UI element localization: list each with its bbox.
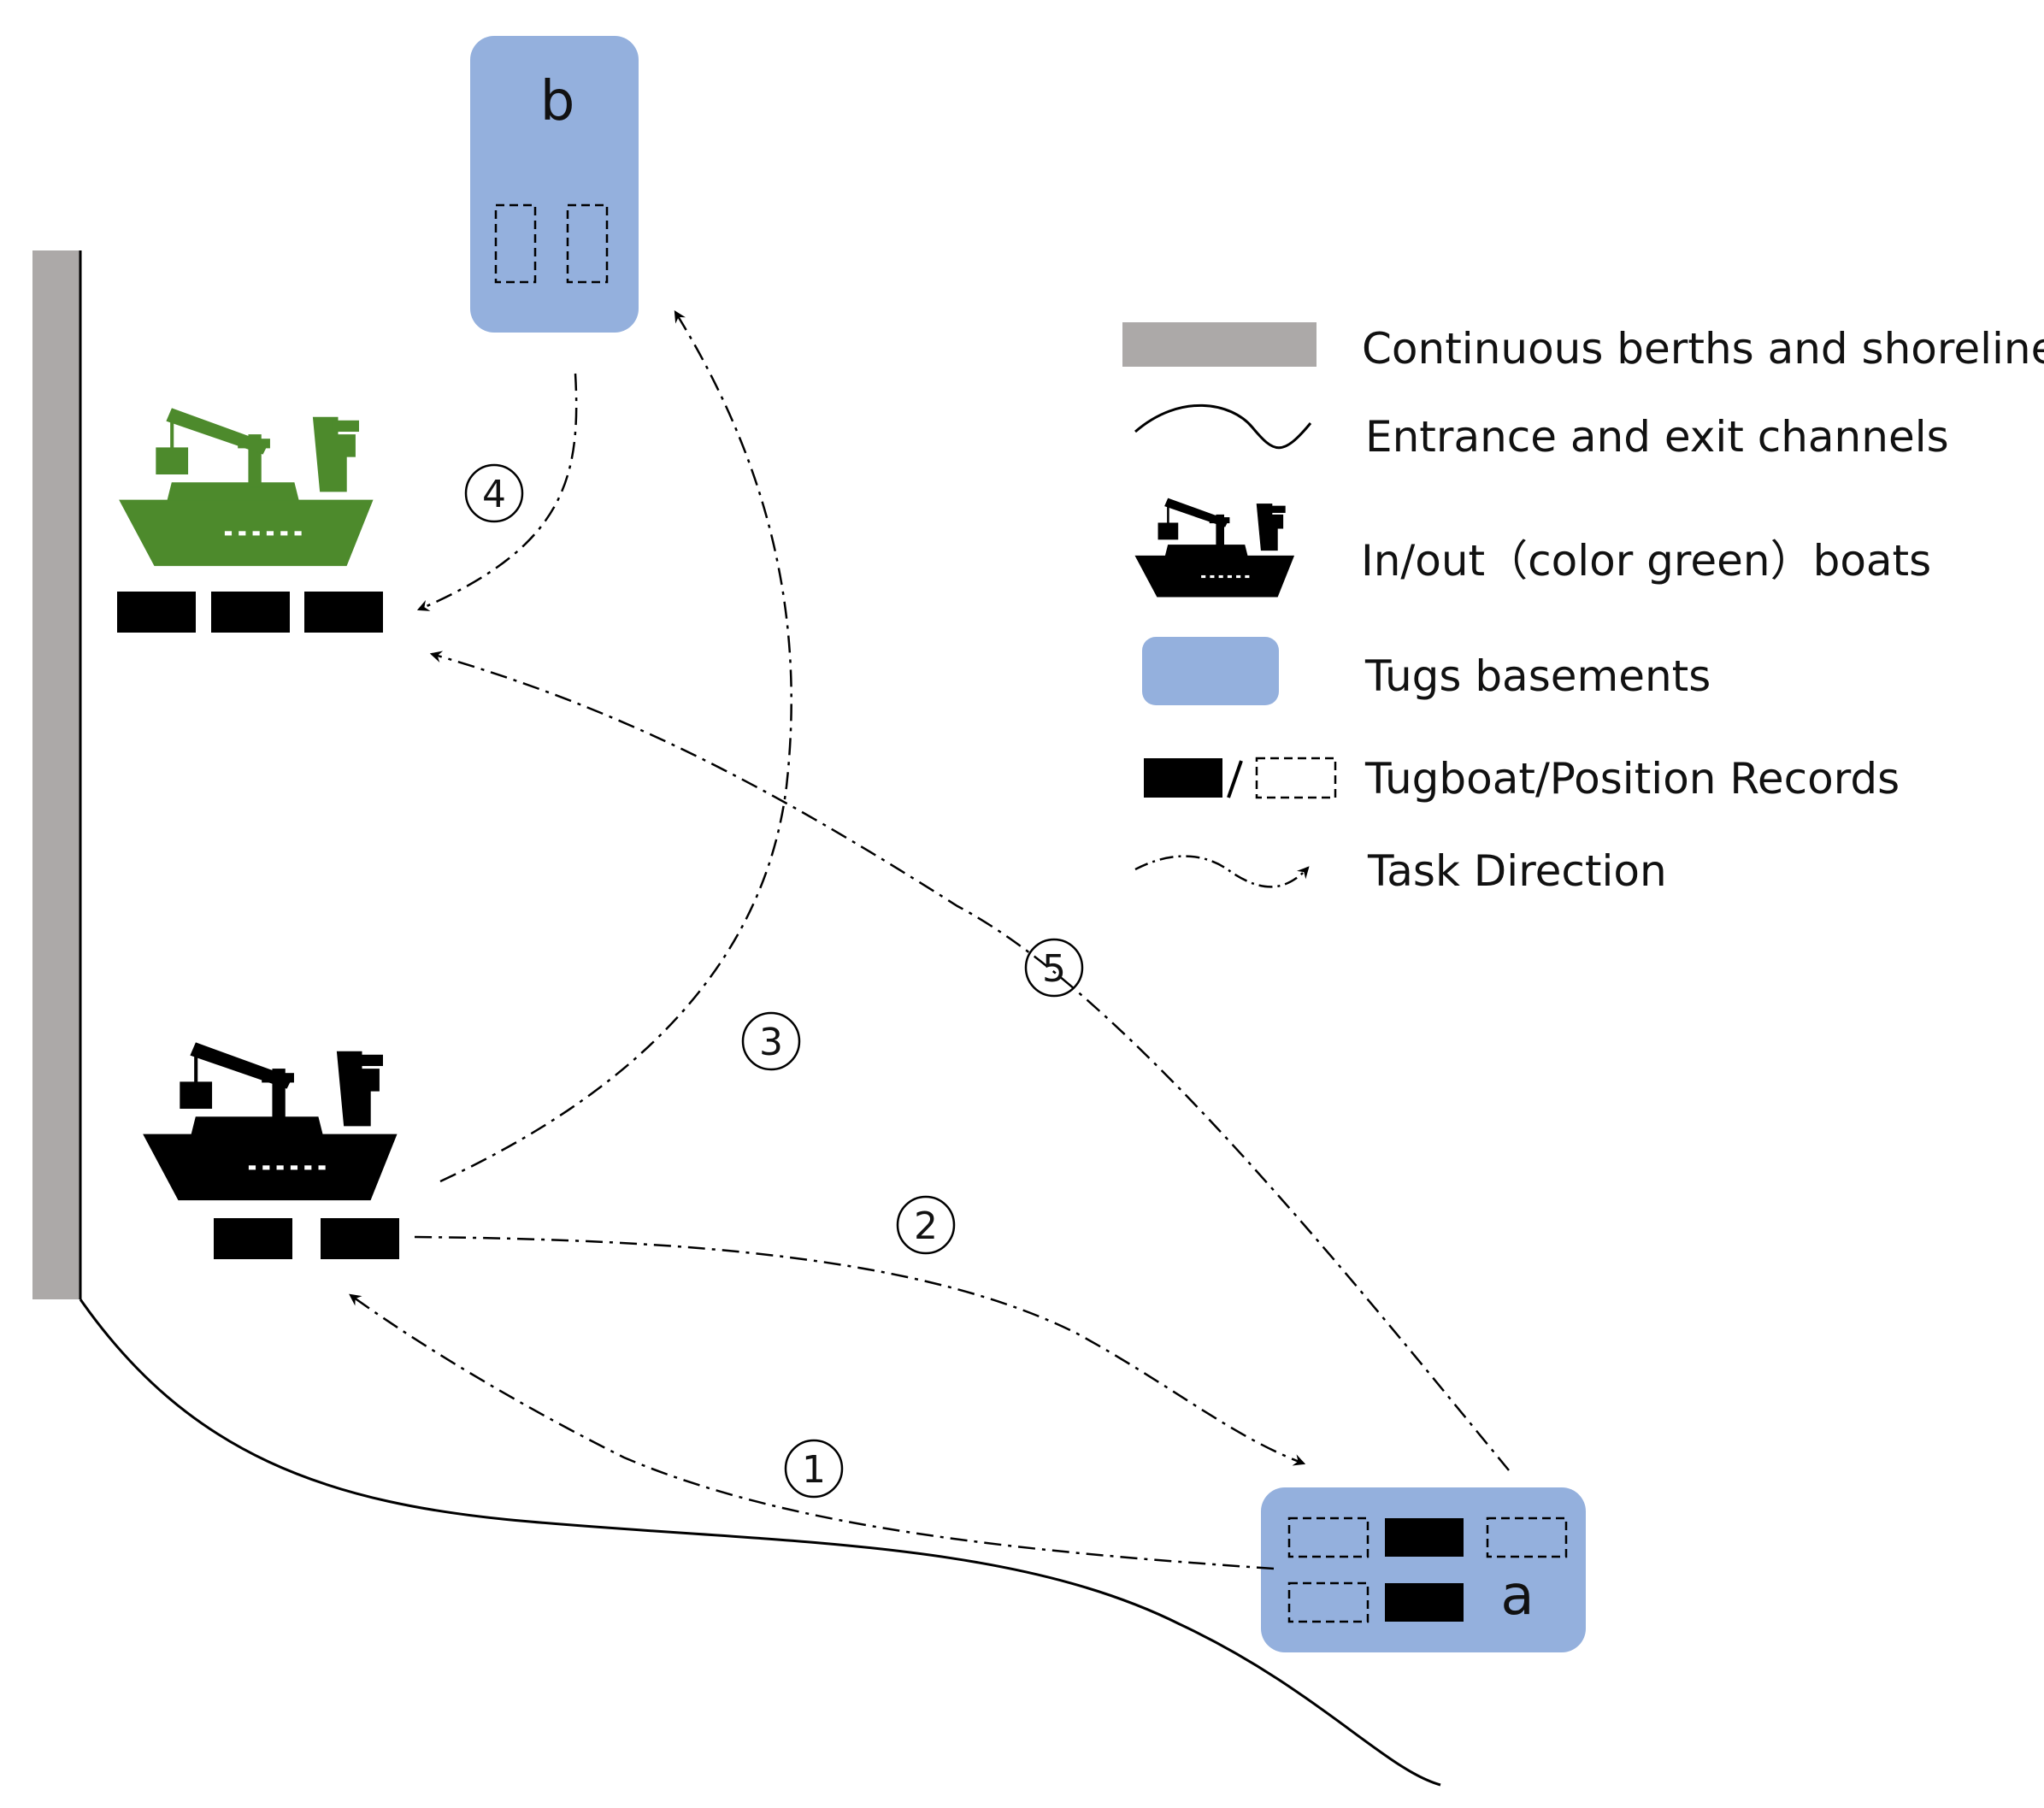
position-record (494, 203, 537, 284)
black-boat-icon (144, 1043, 397, 1200)
task-number-3: 3 (759, 1021, 783, 1064)
legend-boat-icon (1134, 497, 1295, 598)
legend-label-basements: Tugs basements (1364, 651, 1711, 701)
tugboat (214, 1218, 292, 1259)
tug-basement-b: b (470, 36, 639, 333)
legend-task-arrow-icon (1134, 855, 1310, 888)
base-b-label: b (540, 70, 575, 133)
task-number-5-circle (1024, 938, 1084, 998)
tugboat (304, 592, 383, 633)
position-record (1486, 1516, 1568, 1558)
task-number-1: 1 (802, 1448, 826, 1492)
task-number-4-circle (464, 463, 524, 523)
task-number-5: 5 (1042, 947, 1066, 991)
tugboat (117, 592, 196, 633)
tug-basement-a: a (1261, 1487, 1586, 1652)
legend: Continuous berths and shorelines Entranc… (1122, 322, 2044, 896)
black-boat-tugboats (214, 1218, 399, 1259)
shoreline-bar (32, 250, 80, 1299)
legend-label-boats: In/out（color green）boats (1361, 536, 1931, 586)
legend-basement-swatch (1142, 637, 1279, 705)
legend-position-record-swatch (1255, 757, 1337, 799)
green-boat-tugboats (117, 592, 383, 633)
tugboat (321, 1218, 399, 1259)
task-arrow-5 (429, 651, 1510, 1471)
position-record (1287, 1516, 1370, 1558)
channel-line (79, 1299, 1441, 1787)
legend-label-shoreline: Continuous berths and shorelines (1362, 324, 2044, 374)
legend-label-task-direction: Task Direction (1367, 846, 1667, 896)
position-record (566, 203, 609, 284)
task-arrow-1 (349, 1293, 1275, 1570)
tugboat (211, 592, 290, 633)
task-number-2-circle (896, 1195, 956, 1255)
legend-wave-icon (1134, 403, 1312, 450)
task-number-3-circle (741, 1011, 801, 1071)
legend-shoreline-swatch (1122, 322, 1317, 367)
position-record (1287, 1581, 1370, 1623)
tugboat (1385, 1583, 1464, 1622)
tugboat (1385, 1518, 1464, 1557)
legend-label-channel: Entrance and exit channels (1365, 412, 1949, 462)
legend-label-records: Tugboat/Position Records (1364, 754, 1900, 804)
task-arrow-4 (416, 373, 578, 611)
legend-tugboat-swatch (1144, 758, 1222, 798)
green-boat-icon (120, 409, 373, 566)
base-a-label: a (1500, 1564, 1534, 1628)
legend-slash-icon (1227, 760, 1243, 798)
task-arrow-2 (414, 1235, 1306, 1466)
task-number-4: 4 (482, 473, 506, 516)
task-number-1-circle (784, 1439, 844, 1499)
task-arrow-3 (439, 310, 792, 1183)
task-number-2: 2 (914, 1204, 938, 1248)
